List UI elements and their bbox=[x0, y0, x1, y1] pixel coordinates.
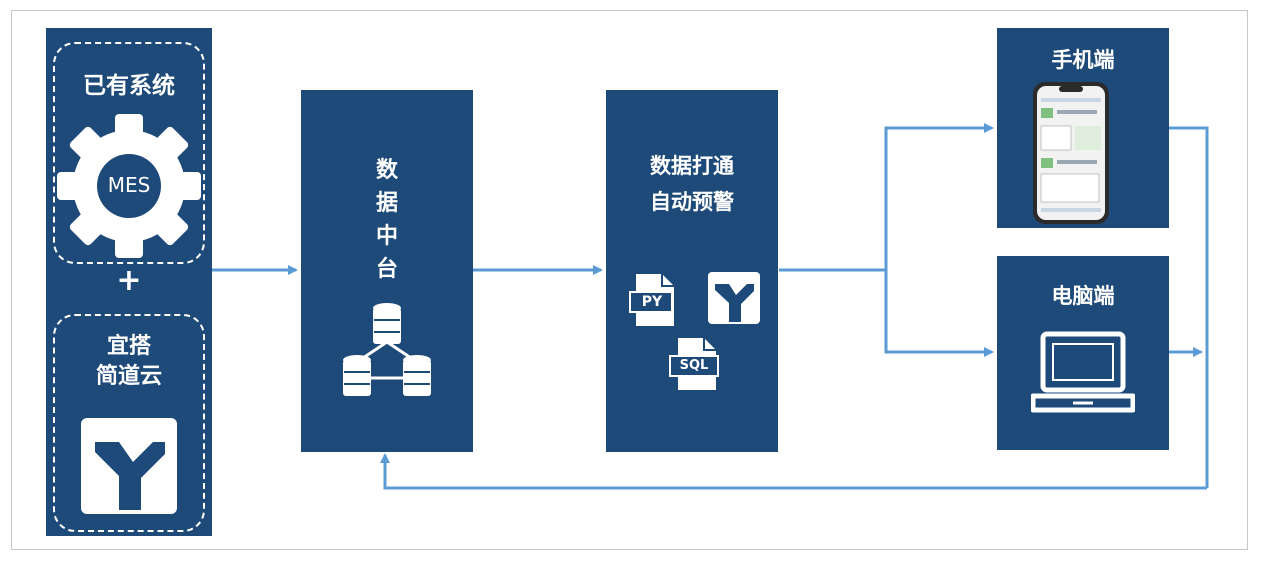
process-line1: 数据打通 bbox=[650, 154, 734, 178]
yida-label-line2: 简道云 bbox=[95, 364, 162, 389]
data-platform-box: 数 据 中 台 bbox=[301, 90, 473, 452]
existing-system-label: 已有系统 bbox=[83, 73, 175, 99]
process-box: 数据打通 自动预警 PY SQL bbox=[606, 90, 778, 452]
pc-box: 电脑端 bbox=[997, 256, 1169, 450]
diagram-frame bbox=[11, 10, 1248, 550]
plus-sign: + bbox=[116, 263, 142, 298]
python-file-label: PY bbox=[641, 294, 663, 310]
platform-char-4: 台 bbox=[375, 257, 398, 282]
source-systems-panel: 已有系统 MES + 宜搭 简道云 bbox=[46, 28, 212, 536]
gear-text: MES bbox=[107, 173, 151, 197]
platform-char-1: 数 bbox=[375, 158, 398, 183]
yida-label-line1: 宜搭 bbox=[106, 334, 151, 359]
lowcode-platform-group bbox=[53, 314, 205, 532]
process-line2: 自动预警 bbox=[650, 190, 734, 214]
python-file-icon bbox=[629, 274, 674, 326]
arrow-to-mobile bbox=[884, 123, 994, 270]
arrow-feedback bbox=[380, 453, 1207, 490]
sql-file-label: SQL bbox=[679, 358, 709, 373]
yida-small-logo-icon bbox=[708, 272, 760, 324]
platform-char-3: 中 bbox=[375, 224, 398, 249]
phone-icon bbox=[1033, 82, 1109, 224]
sql-file-icon bbox=[669, 338, 719, 390]
pc-title: 电脑端 bbox=[1051, 284, 1115, 308]
arrow-to-pc bbox=[884, 270, 994, 357]
yida-logo-icon bbox=[81, 418, 177, 514]
arrow-mobile-out bbox=[1169, 126, 1209, 488]
mobile-title: 手机端 bbox=[1051, 48, 1115, 72]
platform-char-2: 据 bbox=[375, 191, 398, 216]
gear-icon bbox=[57, 114, 201, 258]
laptop-icon bbox=[1031, 331, 1135, 413]
existing-system-group bbox=[53, 42, 205, 264]
database-icon bbox=[343, 303, 431, 396]
mobile-box: 手机端 bbox=[997, 28, 1169, 228]
